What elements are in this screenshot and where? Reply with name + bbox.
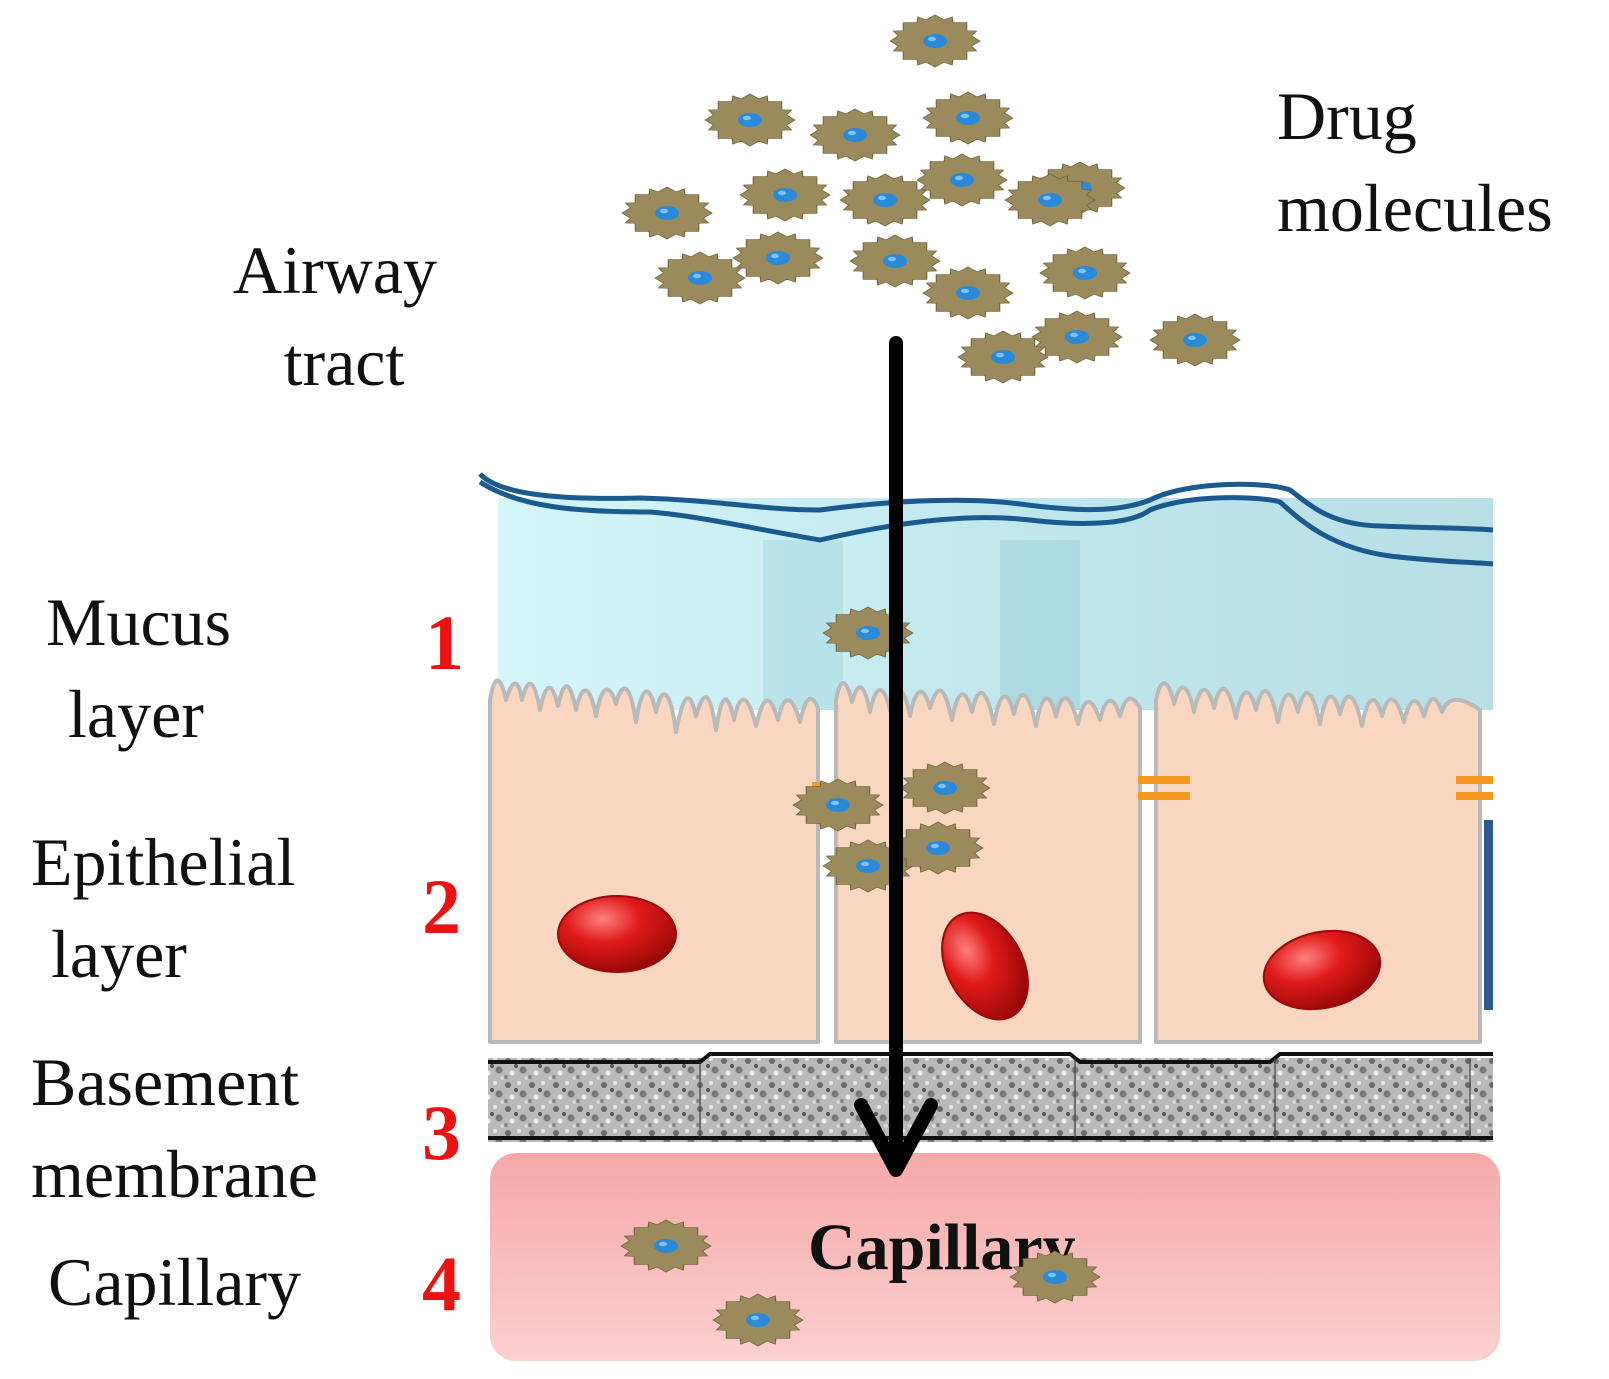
drug-molecule-icon — [889, 14, 981, 68]
epithelial-label-line2: layer — [51, 916, 187, 992]
drug-label-line2: molecules — [1277, 170, 1553, 246]
airway-label-line1: Airway — [233, 232, 437, 308]
drug-molecule-icon — [922, 91, 1014, 145]
drug-molecule-icon — [1004, 173, 1096, 227]
drug-molecule-icon — [792, 778, 884, 832]
capillary-side-text: Capillary — [48, 1244, 302, 1320]
drug-molecule-icon — [732, 231, 824, 285]
epithelial-cell-2 — [834, 681, 1142, 1044]
drug-molecule-icon — [621, 186, 713, 240]
epithelial-layer — [488, 678, 1493, 1044]
drug-molecule-icon — [916, 153, 1008, 207]
drug-molecule-icon — [892, 821, 984, 875]
drug-molecule-icon — [654, 251, 746, 305]
layer-number-4: 4 — [422, 1240, 461, 1327]
drug-molecules-cloud — [621, 14, 1241, 384]
nucleus-icon — [557, 895, 1382, 1021]
epithelial-cell-1 — [488, 678, 820, 1044]
drug-molecule-icon — [1039, 246, 1131, 300]
capillary-center-label: Capillary — [808, 1211, 1076, 1284]
drug-molecule-icon — [957, 330, 1049, 384]
drug-molecule-icon — [739, 168, 831, 222]
epithelial-label-line1: Epithelial — [31, 824, 296, 900]
epithelial-cell-3 — [1154, 681, 1482, 1044]
basement-membrane — [488, 1052, 1493, 1142]
epithelial-layer-label: Epithelial layer — [31, 816, 295, 1000]
drug-molecule-icon — [849, 234, 941, 288]
adjacent-cell-edge — [1484, 820, 1493, 1010]
layer-number-2: 2 — [422, 863, 461, 950]
layer-number-1: 1 — [425, 599, 464, 686]
basement-label-line2: membrane — [31, 1136, 318, 1212]
mucus-label-line1: Mucus — [46, 584, 232, 660]
basement-label-line1: Basement — [31, 1044, 300, 1120]
airway-tract-label: Airway tract — [233, 224, 437, 408]
arrow-down-icon — [854, 336, 938, 1177]
mucus-layer-label: Mucus layer — [46, 576, 231, 760]
drug-molecule-icon — [809, 108, 901, 162]
drug-molecules-label: Drug molecules — [1277, 70, 1553, 254]
mucus-layer — [478, 472, 1494, 710]
tight-junction-icon — [812, 776, 1493, 800]
drug-molecule-icon — [839, 173, 931, 227]
airway-label-line2: tract — [283, 324, 405, 400]
drug-molecule-icon — [704, 93, 796, 147]
capillary-side-label: Capillary — [48, 1236, 301, 1328]
layer-number-3: 3 — [422, 1089, 461, 1176]
mucus-label-line2: layer — [68, 676, 204, 752]
drug-molecule-icon — [1149, 313, 1241, 367]
basement-membrane-label: Basement membrane — [31, 1036, 318, 1220]
drug-molecule-icon — [922, 266, 1014, 320]
drug-molecule-icon — [712, 1293, 804, 1347]
drug-label-line1: Drug — [1277, 78, 1417, 154]
drug-molecule-icon — [620, 1219, 712, 1273]
drug-molecule-icon — [899, 761, 991, 815]
